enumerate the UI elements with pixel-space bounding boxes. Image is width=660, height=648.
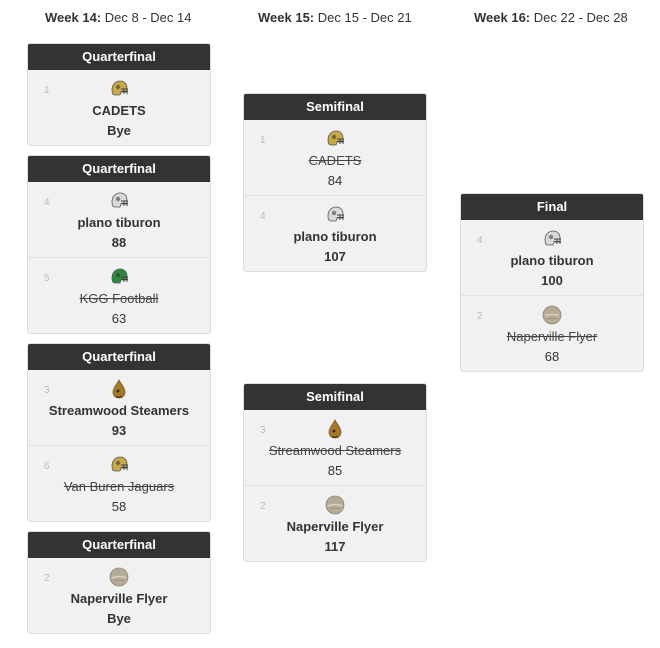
week-14-header: Week 14: Dec 8 - Dec 14 xyxy=(45,10,191,25)
card-title: Quarterfinal xyxy=(28,532,210,558)
card-title: Semifinal xyxy=(244,94,426,120)
team-slot[interactable]: 2 Naperville Flyer Bye xyxy=(28,558,210,633)
matchup-card-semifinal-2[interactable]: Semifinal 3 Streamwood Steamers 85 2 Nap… xyxy=(243,383,427,562)
team-score: 88 xyxy=(111,235,127,250)
green-helmet-icon xyxy=(109,267,129,287)
team-name[interactable]: plano tiburon xyxy=(77,215,161,230)
team-score: 100 xyxy=(541,273,563,288)
matchup-card-semifinal-1[interactable]: Semifinal 1 CADETS 84 4 plano tiburon 10… xyxy=(243,93,427,272)
seed-number: 1 xyxy=(260,135,266,146)
seed-number: 4 xyxy=(260,211,266,222)
team-score: 58 xyxy=(111,499,127,514)
team-slot[interactable]: 4 plano tiburon 100 xyxy=(461,220,643,295)
seed-number: 4 xyxy=(44,197,50,208)
silver-helmet-icon xyxy=(542,229,562,249)
team-slot[interactable]: 3 Streamwood Steamers 85 xyxy=(244,410,426,485)
seed-number: 3 xyxy=(260,425,266,436)
seed-number: 4 xyxy=(477,235,483,246)
matchup-card-quarterfinal-1[interactable]: Quarterfinal 1 CADETS Bye xyxy=(27,43,211,146)
card-title: Quarterfinal xyxy=(28,44,210,70)
team-slot[interactable]: 4 plano tiburon 88 xyxy=(28,182,210,257)
bye-label: Bye xyxy=(107,123,131,138)
team-name[interactable]: Naperville Flyer xyxy=(506,329,598,344)
team-slot[interactable]: 6 Van Buren Jaguars 58 xyxy=(28,445,210,521)
gold-helmet-icon xyxy=(325,129,345,149)
team-slot[interactable]: 4 plano tiburon 107 xyxy=(244,195,426,271)
seed-number: 2 xyxy=(44,573,50,584)
matchup-card-final[interactable]: Final 4 plano tiburon 100 2 Naperville F… xyxy=(460,193,644,372)
team-score: 107 xyxy=(324,249,346,264)
flyer-icon xyxy=(325,495,345,515)
team-score: 84 xyxy=(327,173,343,188)
seed-number: 5 xyxy=(44,273,50,284)
gold-helmet-icon xyxy=(109,79,129,99)
seed-number: 3 xyxy=(44,385,50,396)
card-title: Quarterfinal xyxy=(28,344,210,370)
team-name[interactable]: Streamwood Steamers xyxy=(48,403,190,418)
team-slot[interactable]: 3 Streamwood Steamers 93 xyxy=(28,370,210,445)
seed-number: 1 xyxy=(44,85,50,96)
week-label: Week 14: xyxy=(45,10,102,25)
week-16-header: Week 16: Dec 22 - Dec 28 xyxy=(474,10,628,25)
team-name[interactable]: Streamwood Steamers xyxy=(268,443,402,458)
team-slot[interactable]: 1 CADETS Bye xyxy=(28,70,210,145)
matchup-card-quarterfinal-2[interactable]: Quarterfinal 4 plano tiburon 88 5 KGG Fo… xyxy=(27,155,211,334)
team-slot[interactable]: 2 Naperville Flyer 117 xyxy=(244,485,426,561)
team-score: 85 xyxy=(327,463,343,478)
card-title: Final xyxy=(461,194,643,220)
seed-number: 6 xyxy=(44,461,50,472)
card-title: Quarterfinal xyxy=(28,156,210,182)
flyer-icon xyxy=(542,305,562,325)
week-label: Week 16: xyxy=(474,10,531,25)
week-dates: Dec 22 - Dec 28 xyxy=(533,10,628,25)
team-name[interactable]: plano tiburon xyxy=(510,253,594,268)
matchup-card-quarterfinal-4[interactable]: Quarterfinal 2 Naperville Flyer Bye xyxy=(27,531,211,634)
team-name[interactable]: CADETS xyxy=(308,153,362,168)
team-name[interactable]: plano tiburon xyxy=(293,229,377,244)
week-label: Week 15: xyxy=(258,10,315,25)
week-dates: Dec 15 - Dec 21 xyxy=(317,10,412,25)
flyer-icon xyxy=(109,567,129,587)
team-name[interactable]: Van Buren Jaguars xyxy=(63,479,175,494)
team-score: 117 xyxy=(324,539,346,554)
team-slot[interactable]: 1 CADETS 84 xyxy=(244,120,426,195)
seed-number: 2 xyxy=(260,501,266,512)
team-score: 93 xyxy=(111,423,127,438)
team-slot[interactable]: 5 KGG Football 63 xyxy=(28,257,210,333)
week-15-header: Week 15: Dec 15 - Dec 21 xyxy=(258,10,412,25)
silver-helmet-icon xyxy=(109,191,129,211)
team-name[interactable]: Naperville Flyer xyxy=(286,519,384,534)
steamer-icon xyxy=(109,379,129,399)
team-name[interactable]: CADETS xyxy=(92,103,146,118)
card-title: Semifinal xyxy=(244,384,426,410)
silver-helmet-icon xyxy=(325,205,345,225)
team-name[interactable]: Naperville Flyer xyxy=(70,591,168,606)
team-name[interactable]: KGG Football xyxy=(79,291,159,306)
team-score: 63 xyxy=(111,311,127,326)
gold-helmet-icon xyxy=(109,455,129,475)
week-dates: Dec 8 - Dec 14 xyxy=(104,10,192,25)
team-score: 68 xyxy=(544,349,560,364)
bye-label: Bye xyxy=(107,611,131,626)
steamer-icon xyxy=(325,419,345,439)
team-slot[interactable]: 2 Naperville Flyer 68 xyxy=(461,295,643,371)
matchup-card-quarterfinal-3[interactable]: Quarterfinal 3 Streamwood Steamers 93 6 … xyxy=(27,343,211,522)
seed-number: 2 xyxy=(477,311,483,322)
